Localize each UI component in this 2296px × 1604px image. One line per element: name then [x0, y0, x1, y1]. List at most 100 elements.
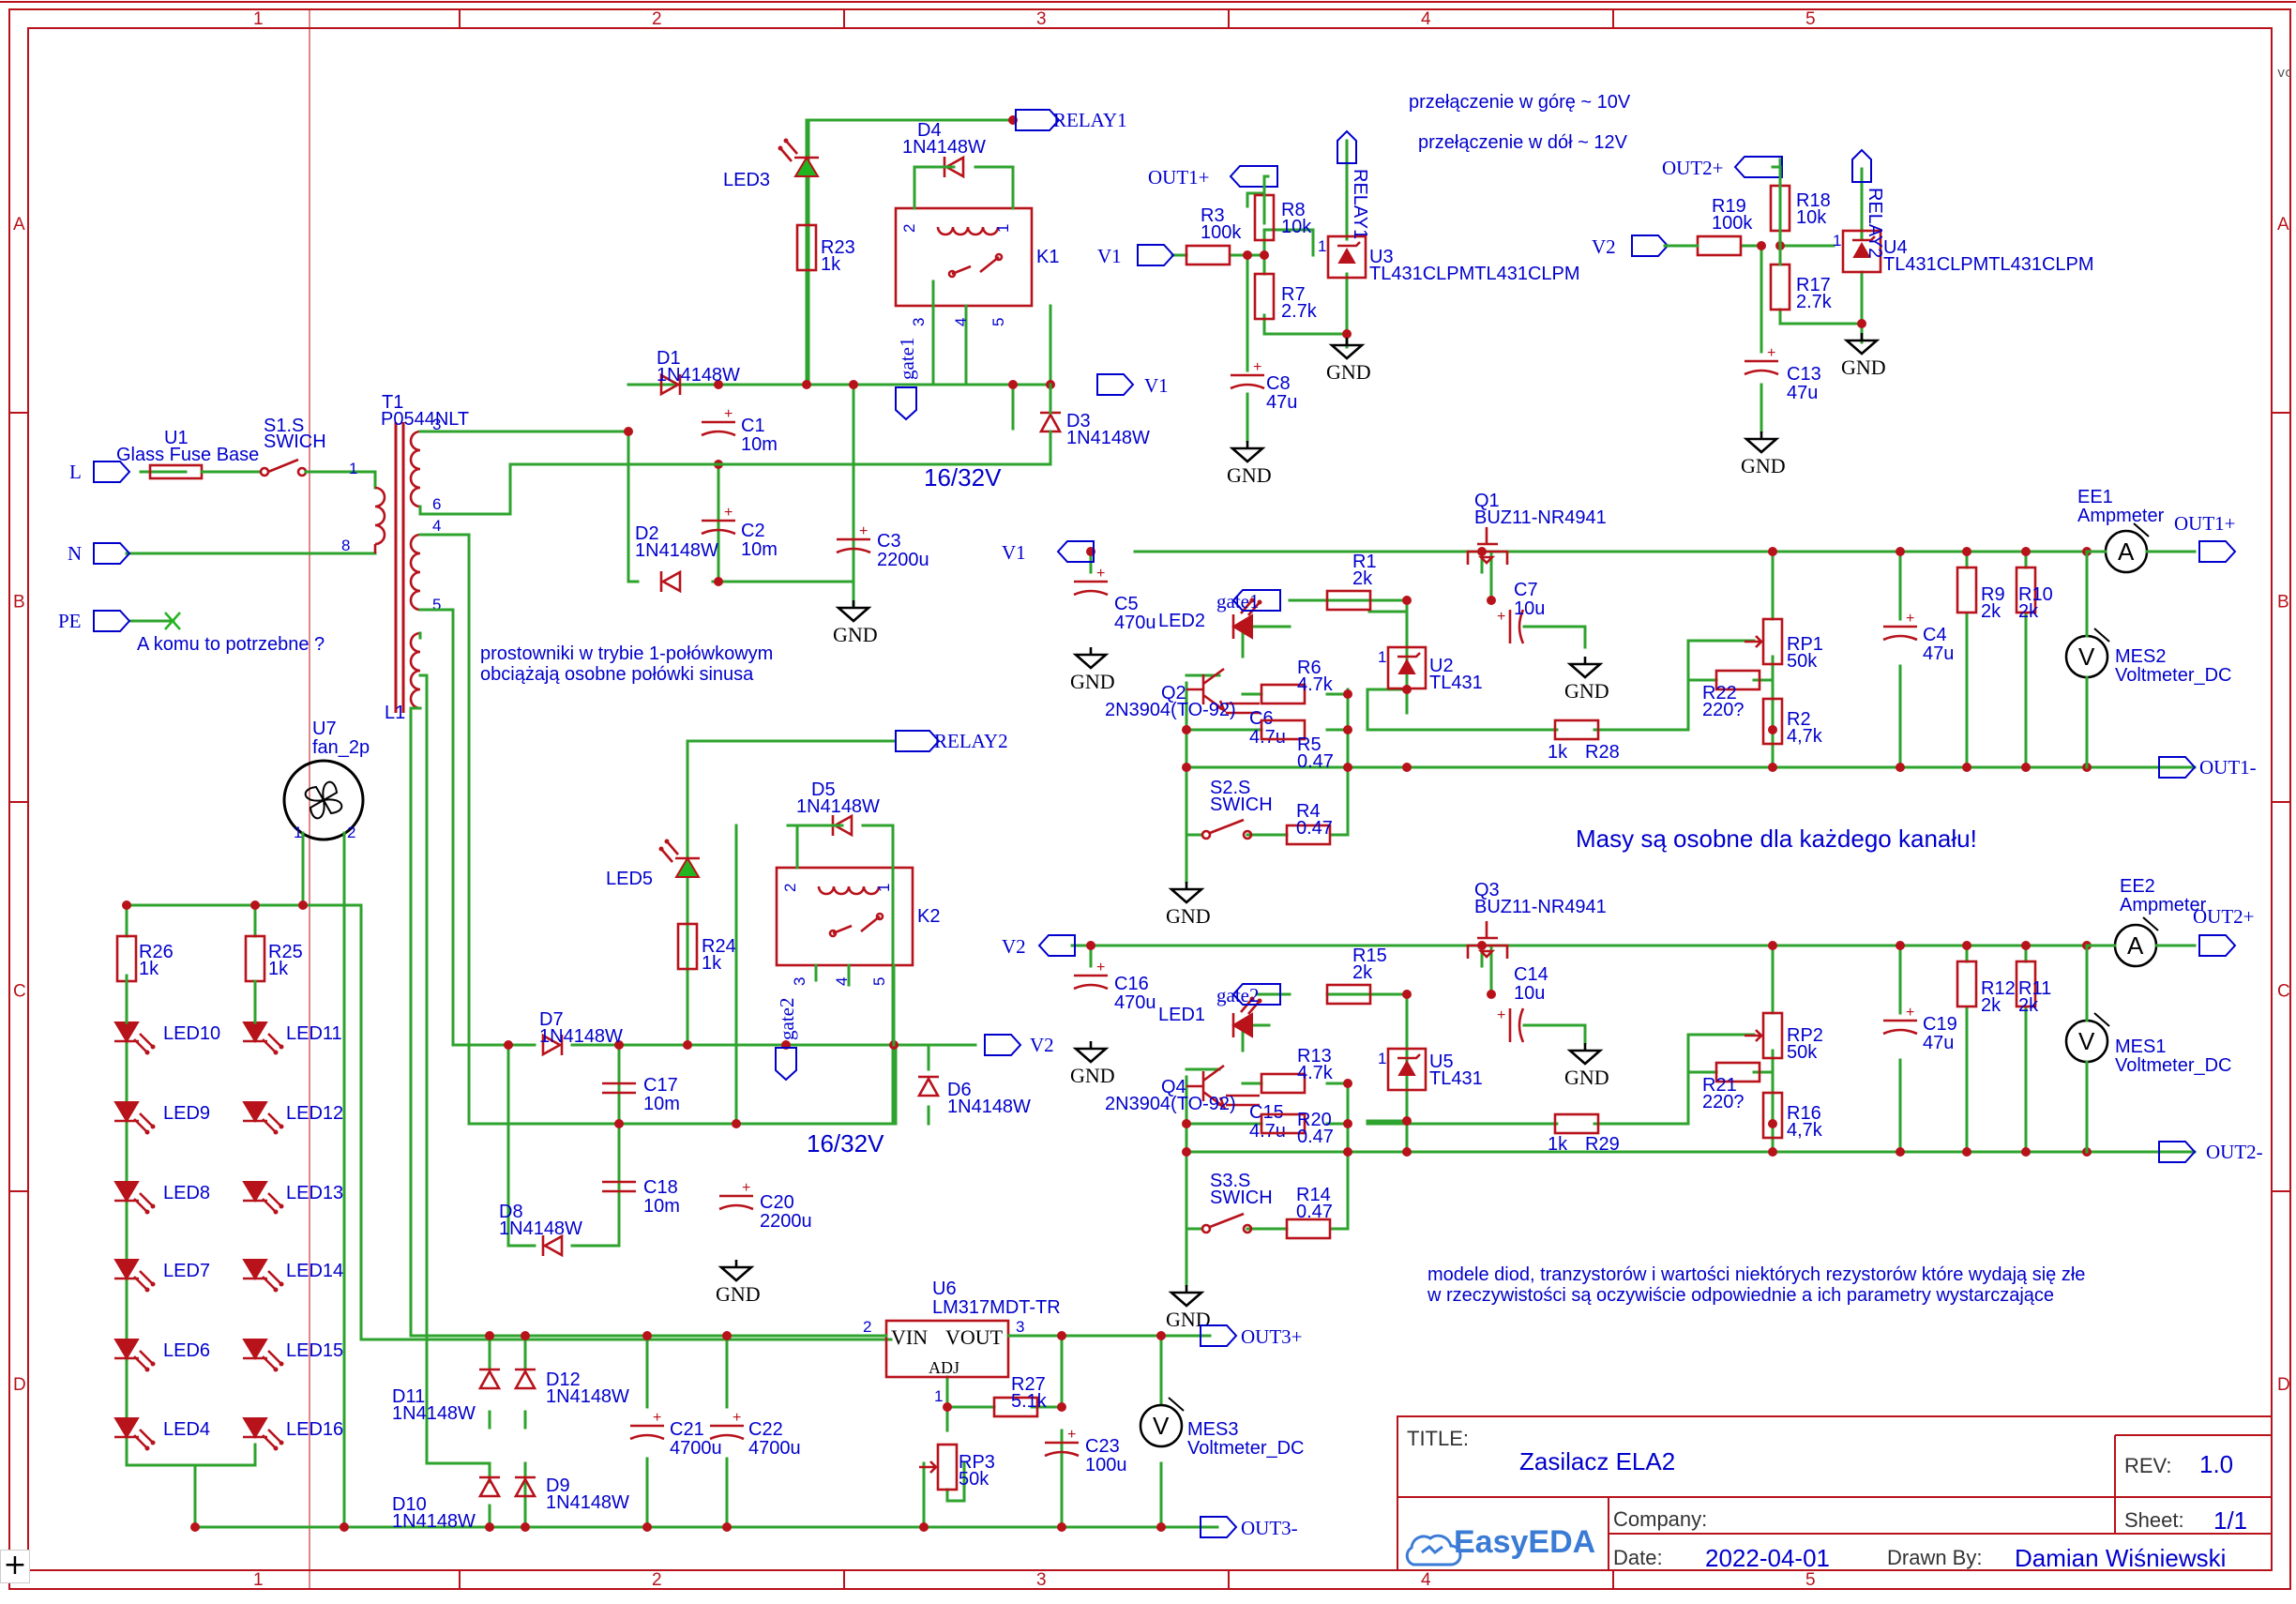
rp3-ref: RP3 [959, 1452, 995, 1473]
c19-val: 47u [1923, 1033, 1954, 1053]
r5-val: 0.47 [1297, 751, 1334, 772]
r18-ref: R18 [1796, 190, 1831, 211]
r9-ref: R9 [1981, 584, 2005, 605]
net-flag-v2-b: V2 [1002, 934, 1076, 958]
s3-val: SWICH [1210, 1188, 1273, 1208]
c15-val: 4.7u [1249, 1121, 1286, 1142]
fan-u7: U7 fan_2p 1 2 [282, 719, 370, 1529]
c3-val: 2200u [877, 550, 929, 570]
r27-ref: R27 [1011, 1374, 1046, 1395]
led-led3: LED3 [723, 138, 820, 190]
net-flag-out2m-label: OUT2- [2206, 1141, 2263, 1163]
net-flag-out1m: OUT1- [2158, 756, 2257, 779]
r23-val: 1k [821, 254, 841, 275]
r2-ref: R2 [1787, 709, 1811, 730]
grid-row-right-C: C [2277, 982, 2290, 1002]
r10-val: 2k [2018, 601, 2039, 622]
svg-text:+: + [1767, 345, 1775, 361]
gnd-label: GND [1166, 904, 1211, 928]
svg-text:5: 5 [989, 318, 1007, 326]
grid-row-left-D: D [13, 1375, 26, 1395]
led-led2: LED2 [1158, 598, 1262, 640]
net-flag-v1-a: V1 [1096, 373, 1169, 397]
led11-ref: LED11 [286, 1023, 342, 1044]
add-button[interactable]: + [0, 1550, 30, 1583]
r21-val: 220? [1702, 1092, 1745, 1112]
lm317-u6 [884, 1319, 1010, 1379]
svg-text:+: + [1067, 1427, 1076, 1443]
resistor-r4: R40.47 [1285, 801, 1333, 846]
u7-val: fan_2p [312, 737, 370, 758]
led1-ref: LED1 [1158, 1005, 1205, 1025]
c20-ref: C20 [760, 1192, 794, 1213]
net-label-n: N [68, 542, 82, 565]
voltmeter-icon: V [2078, 643, 2095, 671]
net-flag-out2m: OUT2- [2158, 1141, 2263, 1163]
led-led10: LED10 [113, 1021, 220, 1055]
net-flag-v2-a-label: V2 [1030, 1034, 1054, 1056]
d8-ref: D8 [499, 1202, 523, 1222]
c20-val: 2200u [760, 1211, 812, 1232]
led-led6: LED6 [113, 1339, 210, 1372]
net-label-l: L [69, 461, 82, 483]
led3-ref: LED3 [723, 170, 770, 190]
gnd-label: GND [1166, 1308, 1211, 1331]
mes3-ref: MES3 [1187, 1419, 1238, 1440]
led13-ref: LED13 [286, 1183, 343, 1203]
net-flag-out1p: OUT1+ [2174, 512, 2237, 563]
grid-col-bottom-4: 4 [1421, 1570, 1431, 1590]
led-led9: LED9 [113, 1101, 210, 1135]
svg-text:4: 4 [952, 318, 970, 326]
c14-val: 10u [1514, 983, 1545, 1004]
gnd-label: GND [1070, 670, 1115, 693]
grid-col-bottom-1: 1 [253, 1570, 264, 1590]
r29-val: 1k [1548, 1134, 1568, 1155]
led5-ref: LED5 [606, 869, 653, 889]
note-masy: Masy są osobne dla każdego kanału! [1576, 825, 1977, 853]
led8-ref: LED8 [163, 1183, 210, 1203]
d7-val: 1N4148W [539, 1026, 623, 1047]
q3-ref: Q3 [1474, 880, 1500, 900]
led6-ref: LED6 [163, 1340, 210, 1361]
net-flag-v1-b: V1 [1002, 540, 1095, 564]
c21-val: 4700u [670, 1438, 722, 1459]
d11-ref: D11 [392, 1386, 425, 1407]
ee1-ref: EE1 [2077, 487, 2113, 507]
s1-ref: S1.S [264, 416, 304, 436]
c23-val: 100u [1085, 1455, 1127, 1475]
gnd-label: GND [1227, 463, 1272, 487]
r20-ref: R20 [1297, 1110, 1332, 1130]
rp1-val: 50k [1787, 651, 1818, 672]
net-flag-out1m-label: OUT1- [2199, 756, 2257, 779]
d4-ref: D4 [917, 120, 942, 141]
net-flag-out2p-b: OUT2+ [1662, 156, 1783, 179]
u1-val: Glass Fuse Base [116, 445, 259, 465]
u4-ref: U4 [1883, 237, 1908, 258]
net-flag-gate1-label: gate1 [896, 338, 918, 380]
c22-val: 4700u [748, 1438, 801, 1459]
r10-ref: R10 [2018, 584, 2053, 605]
svg-text:1: 1 [1378, 648, 1386, 666]
grid-row-right-B: B [2277, 593, 2289, 613]
svg-text:1: 1 [934, 1387, 943, 1405]
r25-val: 1k [268, 959, 289, 979]
